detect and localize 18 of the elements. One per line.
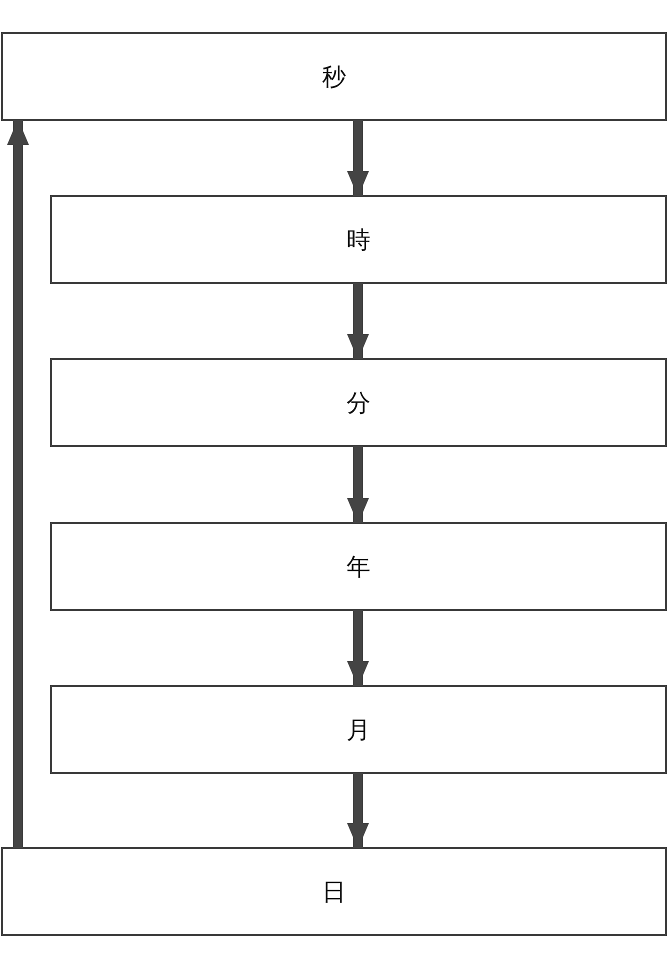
box-label: 年 (346, 552, 370, 582)
process-box (50, 195, 667, 284)
arrow (7, 119, 29, 847)
box-label: 日 (322, 876, 346, 908)
arrow (347, 284, 369, 360)
arrow (347, 121, 369, 197)
process-box (50, 358, 667, 447)
box-label: 時 (346, 224, 370, 256)
process-box (50, 522, 667, 611)
box-label: 分 (346, 388, 370, 418)
process-box (1, 847, 667, 936)
process-box (1, 32, 667, 121)
box-label: 月 (346, 714, 370, 746)
box-label: 秒 (322, 62, 346, 92)
arrow (347, 611, 369, 687)
arrow (347, 447, 369, 524)
process-box (50, 685, 667, 774)
arrow (347, 774, 369, 849)
